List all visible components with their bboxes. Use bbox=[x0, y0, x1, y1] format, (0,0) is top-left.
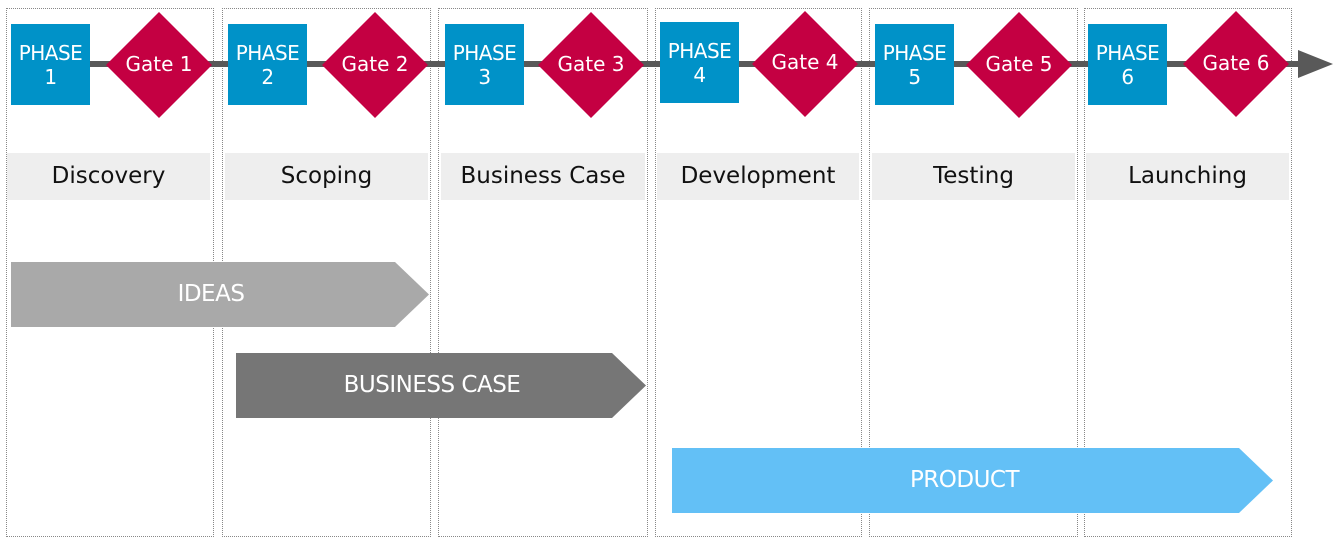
phase-column-3 bbox=[438, 8, 648, 537]
phase-number: 2 bbox=[261, 64, 274, 89]
gate-diamond-2: Gate 2 bbox=[322, 12, 428, 118]
phase-label: PHASE bbox=[235, 40, 300, 65]
phase-label: PHASE bbox=[452, 40, 517, 65]
chevron-arrow-icon bbox=[672, 448, 1273, 513]
gate-diamond-3: Gate 3 bbox=[538, 12, 644, 118]
phase-box-5: PHASE 5 bbox=[875, 24, 954, 105]
diamond-icon bbox=[322, 12, 428, 118]
phase-name-launching: Launching bbox=[1086, 153, 1289, 200]
diamond-icon bbox=[538, 12, 644, 118]
phase-label: PHASE bbox=[667, 38, 732, 63]
diamond-icon bbox=[966, 12, 1072, 118]
phase-box-4: PHASE 4 bbox=[660, 22, 739, 103]
phase-box-3: PHASE 3 bbox=[445, 24, 524, 105]
timeline-arrow-icon bbox=[1298, 50, 1333, 78]
gate-label: Gate 1 bbox=[125, 52, 193, 76]
gate-label: Gate 3 bbox=[557, 52, 625, 76]
phase-name-testing: Testing bbox=[872, 153, 1075, 200]
phase-column-4 bbox=[655, 8, 862, 537]
diamond-icon bbox=[752, 11, 858, 117]
ideas-bar: IDEAS bbox=[11, 262, 429, 327]
gate-label: Gate 6 bbox=[1202, 51, 1270, 75]
phase-name-development: Development bbox=[657, 153, 859, 200]
bar-label: BUSINESS CASE bbox=[343, 372, 521, 398]
phase-name-business-case: Business Case bbox=[441, 153, 645, 200]
phase-number: 4 bbox=[693, 62, 706, 87]
bar-label: PRODUCT bbox=[909, 467, 1020, 493]
phase-label: PHASE bbox=[1095, 40, 1160, 65]
chevron-arrow-icon bbox=[236, 353, 646, 418]
business-case-bar: BUSINESS CASE bbox=[236, 353, 646, 418]
phase-column-5 bbox=[869, 8, 1078, 537]
phase-label: PHASE bbox=[882, 40, 947, 65]
phase-number: 6 bbox=[1121, 64, 1134, 89]
phase-number: 5 bbox=[908, 64, 921, 89]
phase-name-scoping: Scoping bbox=[225, 153, 428, 200]
chevron-arrow-icon bbox=[11, 262, 429, 327]
gate-diamond-6: Gate 6 bbox=[1183, 11, 1289, 117]
gate-label: Gate 4 bbox=[771, 50, 839, 74]
diamond-icon bbox=[106, 12, 212, 118]
gate-diamond-1: Gate 1 bbox=[106, 12, 212, 118]
phase-column-6 bbox=[1084, 8, 1292, 537]
diamond-icon bbox=[1183, 11, 1289, 117]
product-bar: PRODUCT bbox=[672, 448, 1273, 513]
phase-box-2: PHASE 2 bbox=[228, 24, 307, 105]
phase-label: PHASE bbox=[18, 40, 83, 65]
phase-box-6: PHASE 6 bbox=[1088, 24, 1167, 105]
gate-diamond-4: Gate 4 bbox=[752, 11, 858, 117]
phase-box-1: PHASE 1 bbox=[11, 24, 90, 105]
gate-diamond-5: Gate 5 bbox=[966, 12, 1072, 118]
phase-number: 1 bbox=[44, 64, 57, 89]
bar-label: IDEAS bbox=[177, 281, 245, 307]
gate-label: Gate 2 bbox=[341, 52, 409, 76]
phase-number: 3 bbox=[478, 64, 491, 89]
gate-label: Gate 5 bbox=[985, 52, 1053, 76]
phase-name-discovery: Discovery bbox=[7, 153, 210, 200]
